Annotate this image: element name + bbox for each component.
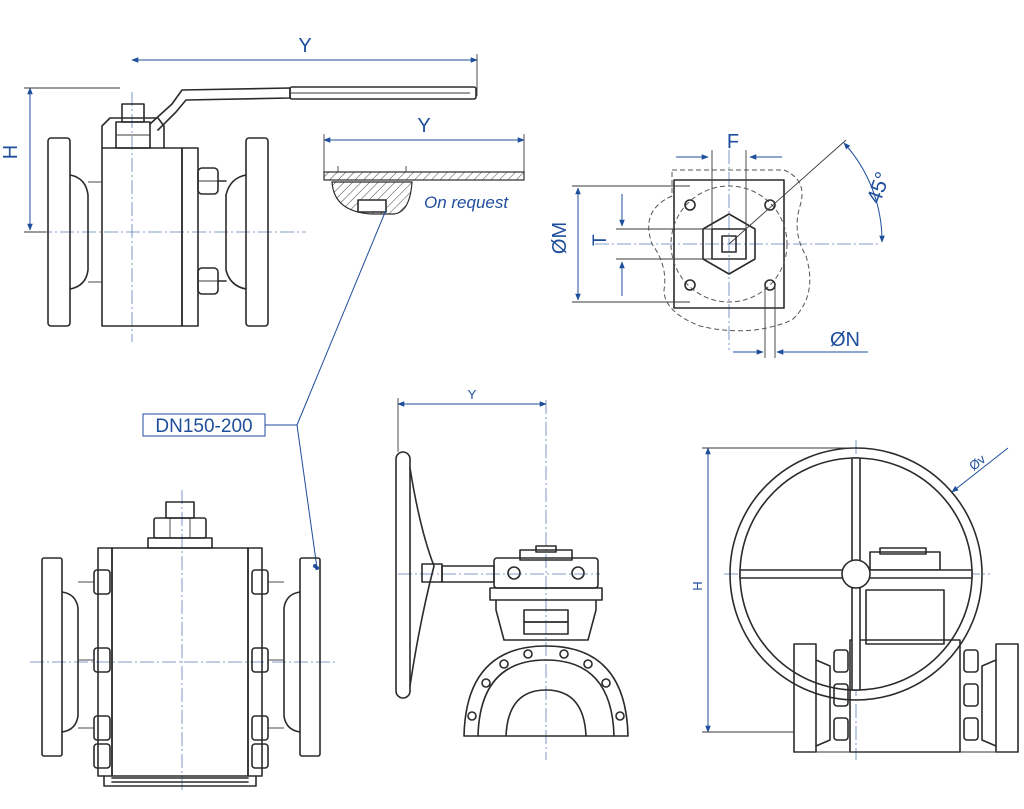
dimension-label-y-handle: Y bbox=[417, 115, 430, 137]
dimension-label-y-top: Y bbox=[298, 35, 311, 57]
bare-shaft-valve-view bbox=[30, 490, 338, 790]
dimension-label-y-gear: Y bbox=[468, 387, 477, 402]
dimension-label-m: ØM bbox=[549, 222, 571, 254]
dimension-label-h-wheel: H bbox=[690, 581, 705, 590]
dimension-label-angle: 45° bbox=[863, 169, 895, 207]
handle-on-request-note: On request bbox=[424, 193, 509, 212]
mounting-flange-detail: F ØM T 45° ØN bbox=[549, 131, 895, 358]
handwheel-front-view: H Øv bbox=[690, 440, 1019, 760]
dimension-label-t: T bbox=[590, 234, 611, 246]
dimension-label-n: ØN bbox=[830, 329, 860, 351]
size-callout: DN150-200 bbox=[142, 209, 387, 570]
gear-operator-side-view: Y bbox=[395, 387, 629, 760]
dimension-label-h-top: H bbox=[0, 145, 22, 159]
handle-option-detail: Y On request bbox=[323, 115, 525, 215]
dimension-label-f: F bbox=[727, 131, 739, 153]
lever-valve-side-view: H Y bbox=[0, 35, 478, 342]
dimension-label-v: Øv bbox=[966, 451, 989, 473]
callout-label: DN150-200 bbox=[155, 416, 252, 437]
